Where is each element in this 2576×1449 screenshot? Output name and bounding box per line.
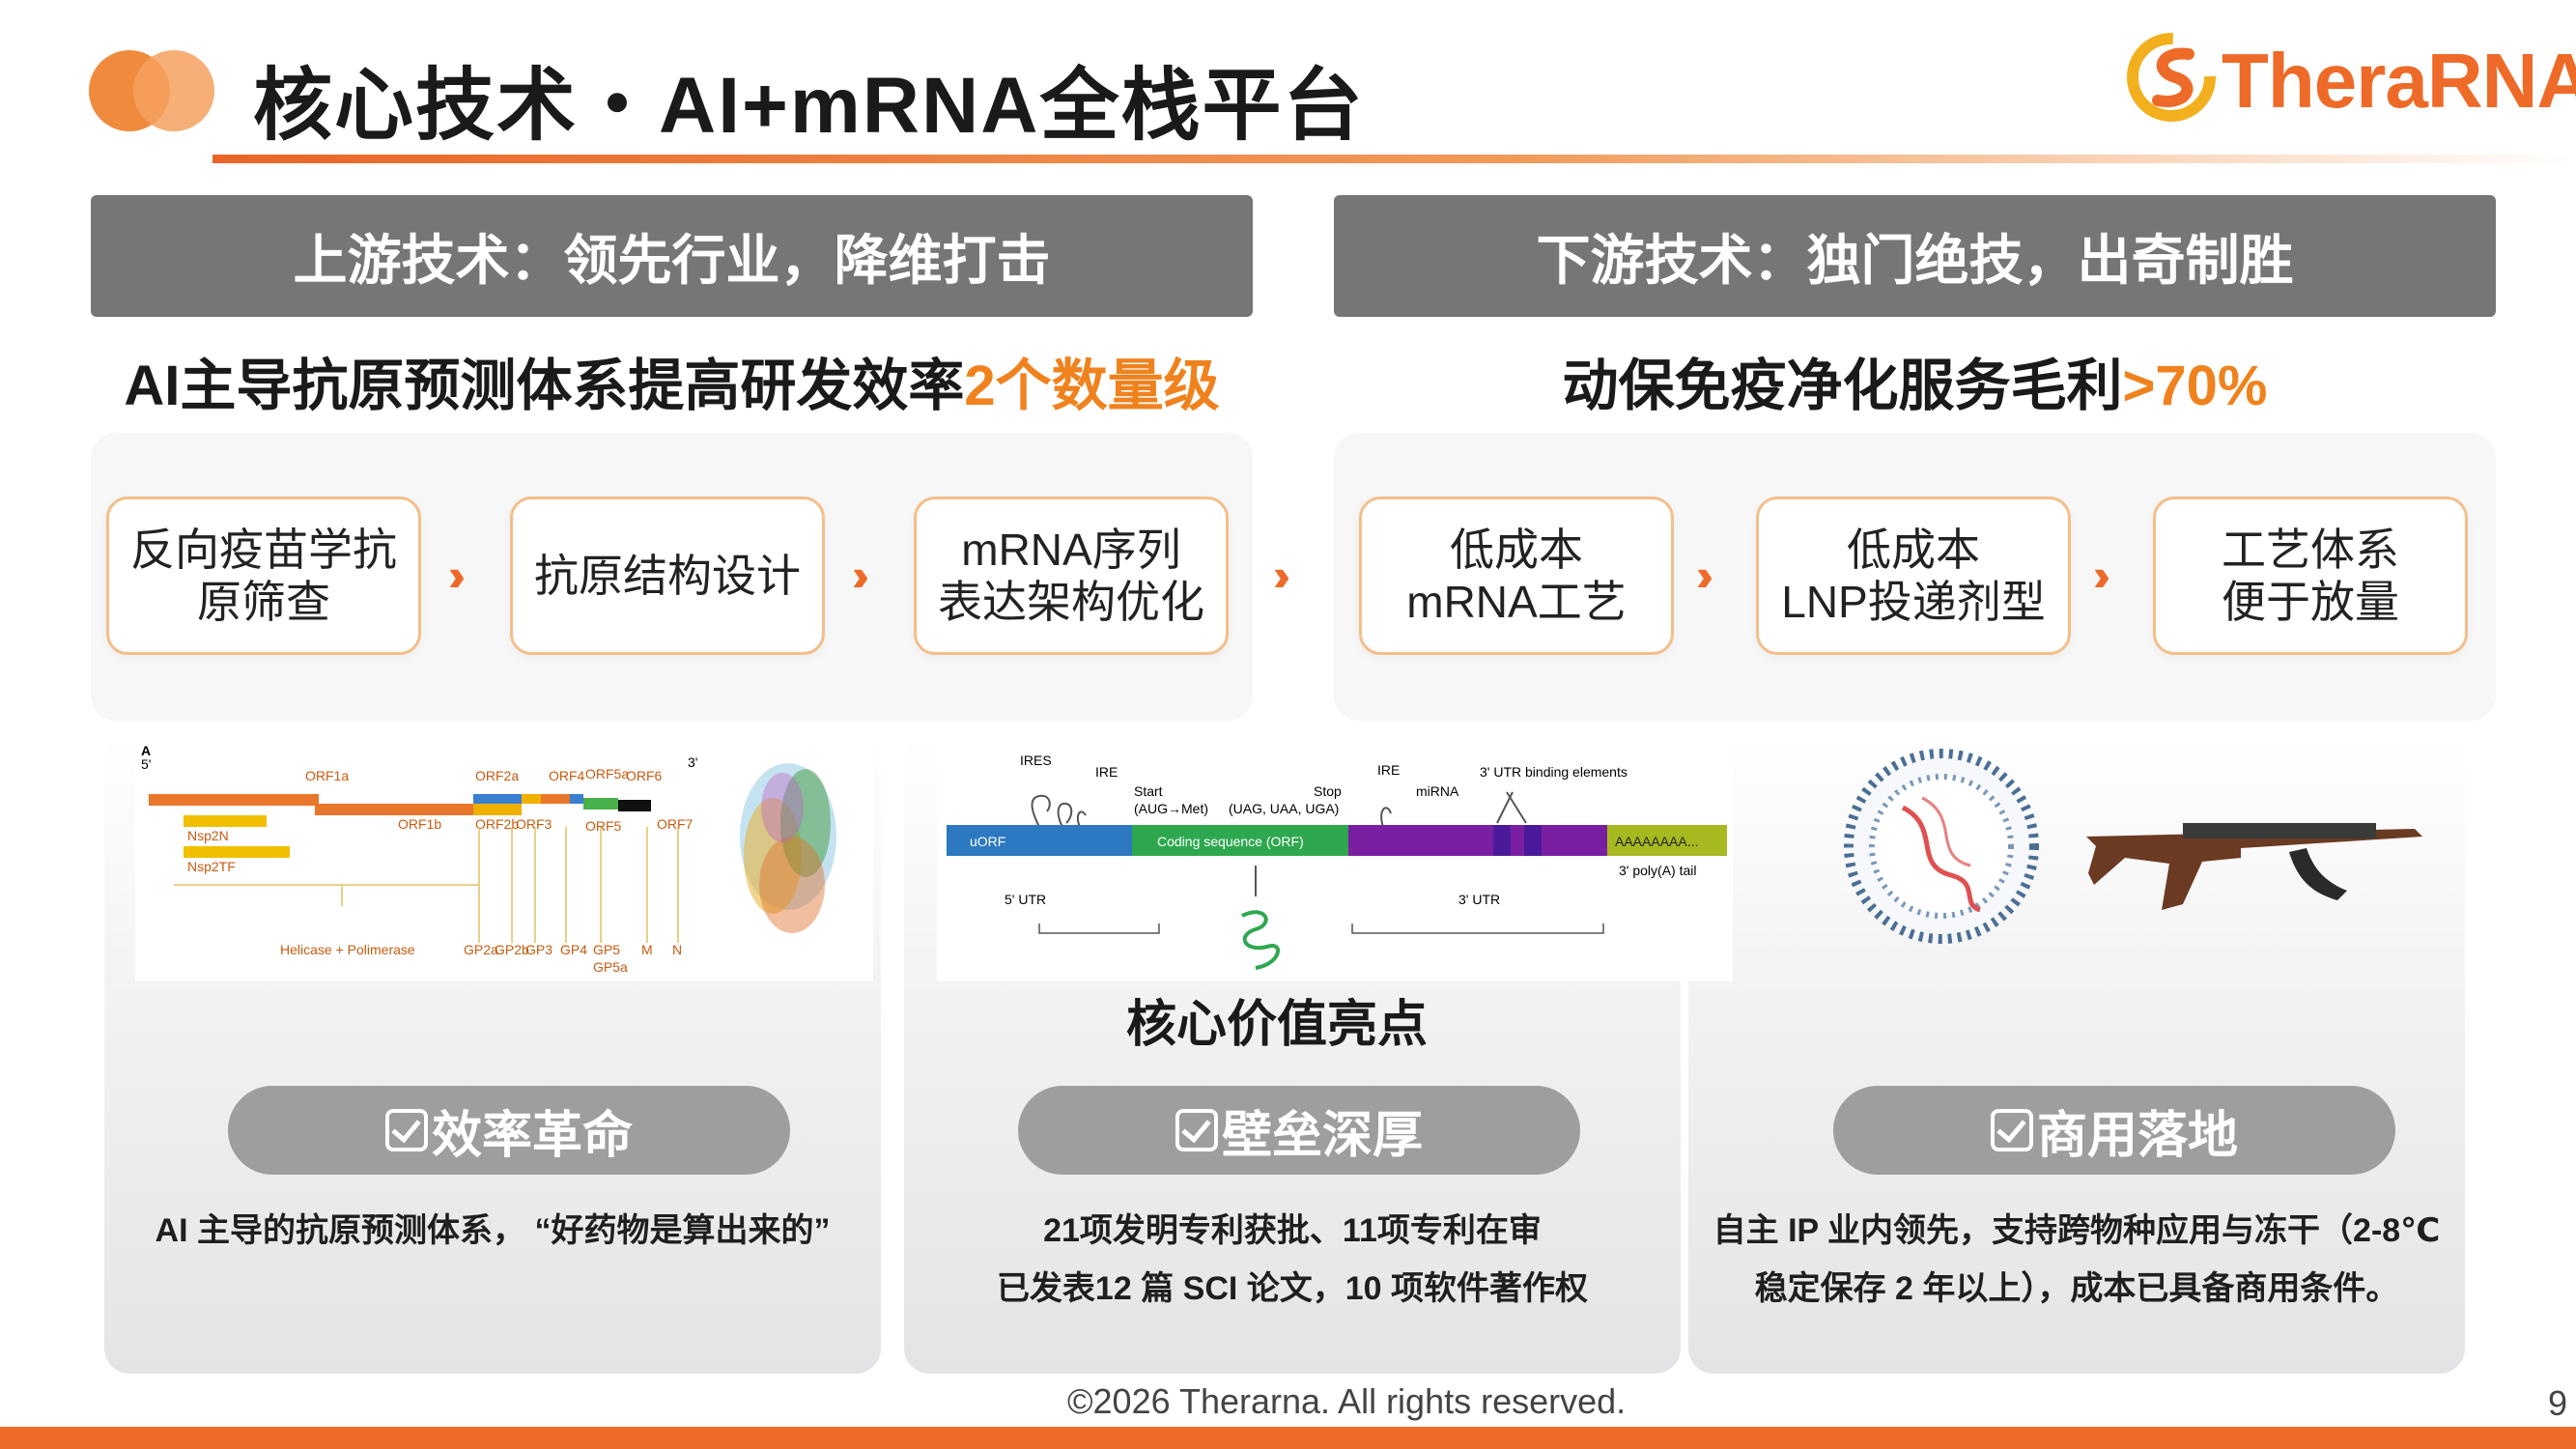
upstream-banner: 上游技术：领先行业，降维打击 [91,195,1253,317]
step-scalable-process: 工艺体系 便于放量 [2153,497,2468,655]
mrna-label: Start [1134,783,1163,799]
protein-label: GP5 [593,942,620,957]
genome-panel-label: A [141,743,151,758]
step-low-cost-lnp: 低成本 LNP投递剂型 [1756,497,2071,655]
page-title: 核心技术・AI+mRNA全栈平台 [253,62,1365,150]
orf-label: ORF6 [626,768,663,783]
protein-label: GP2a [464,942,498,957]
upstream-subhead-main: AI主导抗原预测体系提高研发效率 [124,355,965,417]
nsp-label: Nsp2TF [187,859,236,874]
step-antigen-design: 抗原结构设计 [510,497,825,655]
protein-label: M [641,942,653,957]
checkbox-icon [1990,1109,2033,1151]
header-logo-mark [89,50,214,131]
mrna-label: Stop [1314,783,1342,799]
mrna-label: (UAG, UAA, UGA) [1229,801,1339,816]
pill-label: 壁垒深厚 [1221,1107,1423,1164]
mrna-label: 3' poly(A) tail [1619,863,1696,878]
orf-label: ORF3 [516,816,552,832]
page-number: 9 [2548,1383,2568,1423]
pill-label: 效率革命 [431,1107,633,1164]
orf-label: ORF2a [475,768,519,783]
orf-label: ORF1b [398,816,441,832]
chevron-arrow-icon: ››› [448,550,466,600]
genome-map-figure: A 5' 3' ORF1a ORF1b ORF2a ORF2b ORF3 ORF… [135,740,873,981]
mrna-label: IRES [1020,753,1052,768]
brand-logo-icon [2127,33,2216,122]
description-line: 自主 IP 业内领先，支持跨物种应用与冻干（2-8℃ [1713,1212,2441,1249]
mrna-label: 3' UTR binding elements [1480,764,1628,780]
orf-label: ORF2b [475,816,519,832]
checkbox-icon [1175,1109,1218,1151]
mrna-label: 3' UTR [1458,892,1500,907]
step-mrna-optimization: mRNA序列 表达架构优化 [914,497,1229,655]
protein-label: GP3 [525,942,552,957]
genome-3prime: 3' [688,754,697,770]
card-description: 自主 IP 业内领先，支持跨物种应用与冻干（2-8℃ 稳定保存 2 年以上），成… [1688,1202,2465,1318]
mrna-label: AAAAAAAA... [1615,834,1698,849]
brand-name: TheraRNA [2222,38,2576,124]
upstream-banner-text: 上游技术：领先行业，降维打击 [293,229,1051,291]
protein-label: N [672,942,682,957]
mrna-label: 5' UTR [1005,892,1046,907]
orf-label: ORF5a [585,766,629,781]
description-line: AI 主导的抗原预测体系， “好药物是算出来的” [155,1212,831,1249]
description-line: 21项发明专利获批、11项专利在审 [1043,1212,1542,1249]
brand-logo [2121,29,2227,126]
mrna-label: IRE [1095,764,1118,780]
step-reverse-vaccinology: 反向疫苗学抗 原筛查 [106,497,421,655]
rifle-image [2086,823,2422,910]
lnp-figure [1835,740,2453,962]
card-description: AI 主导的抗原预测体系， “好药物是算出来的” [104,1202,881,1260]
mrna-label: Coding sequence (ORF) [1157,834,1304,849]
downstream-subhead: 动保免疫净化服务毛利>70% [1334,340,2496,421]
chevron-arrow-icon: ››› [2093,550,2110,600]
mrna-label: uORF [970,834,1005,849]
orf-label: ORF4 [549,768,585,783]
description-line: 稳定保存 2 年以上），成本已具备商用条件。 [1754,1270,2399,1307]
protein-label: GP5a [593,959,628,975]
downstream-banner-text: 下游技术：独门绝技，出奇制胜 [1536,229,2294,291]
pill-label: 商用落地 [2036,1107,2238,1164]
protein-label: Helicase + Polimerase [280,942,415,957]
mrna-label: miRNA [1416,783,1459,799]
downstream-subhead-highlight: >70% [2122,355,2268,417]
protein-label: GP2b [495,942,529,957]
pill-efficiency: 效率革命 [228,1086,790,1175]
core-value-title: 核心价值亮点 [1126,997,1429,1053]
upstream-subhead: AI主导抗原预测体系提高研发效率2个数量级 [91,340,1253,421]
orf-label: ORF5 [585,818,622,834]
protein-label: GP4 [560,942,587,957]
downstream-subhead-main: 动保免疫净化服务毛利 [1562,355,2123,417]
upstream-subhead-highlight: 2个数量级 [964,355,1220,417]
protein-fold-icon [1241,910,1280,970]
chevron-arrow-icon: ››› [852,550,869,600]
card-description: 21项发明专利获批、11项专利在审 已发表12 篇 SCI 论文，10 项软件著… [904,1202,1681,1318]
copyright: ©2026 Therarna. All rights reserved. [1067,1381,1627,1421]
pill-commercial: 商用落地 [1833,1086,2395,1175]
orf-label: ORF1a [305,768,349,783]
chevron-arrow-icon: ››› [1696,550,1713,600]
footer-bar [0,1427,2576,1449]
title-underline [212,155,2576,163]
mrna-structure-figure: IRES IRE Start (AUG→Met) Stop (UAG, UAA,… [937,740,1733,981]
nsp-label: Nsp2N [187,828,229,843]
lipid-nanoparticle-image [1844,749,2039,944]
genome-5prime: 5' [141,756,151,772]
pill-barrier: 壁垒深厚 [1018,1086,1580,1175]
protein-structure-image [740,763,836,933]
description-line: 已发表12 篇 SCI 论文，10 项软件著作权 [996,1270,1589,1307]
orf-label: ORF7 [657,816,694,832]
downstream-banner: 下游技术：独门绝技，出奇制胜 [1334,195,2496,317]
chevron-arrow-icon: ››› [1273,550,1290,600]
step-low-cost-mrna: 低成本 mRNA工艺 [1359,497,1674,655]
mrna-label: (AUG→Met) [1134,801,1208,816]
checkbox-icon [384,1109,428,1151]
mrna-label: IRE [1377,762,1400,778]
